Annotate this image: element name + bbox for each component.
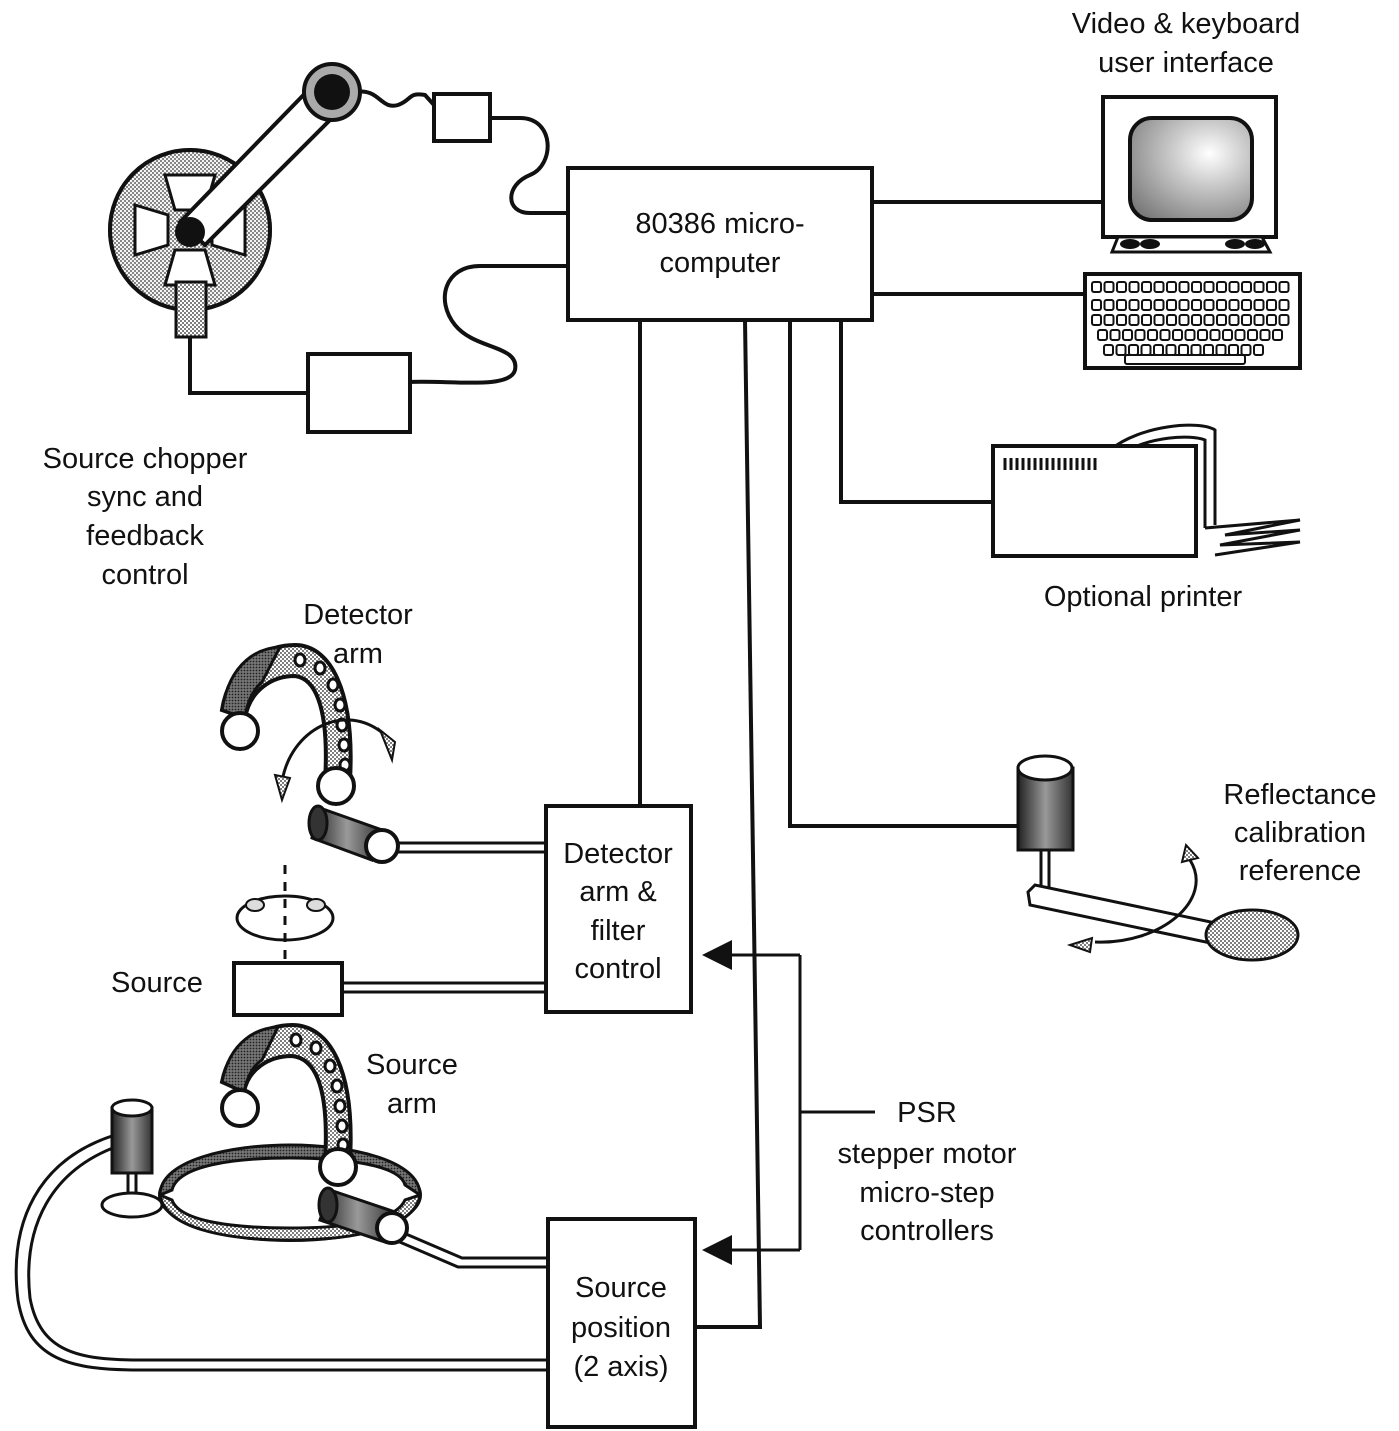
detector-control-label-3: filter <box>591 915 646 947</box>
source-position-label-2: position <box>571 1312 671 1344</box>
source-chopper-label-2: sync and <box>87 481 203 513</box>
detector-control-label-4: control <box>574 953 661 985</box>
keyboard-icon <box>1083 272 1302 370</box>
source-arm-label: Source <box>366 1049 458 1081</box>
wiring <box>14 89 1103 1372</box>
source-label: Source <box>111 967 203 999</box>
source-chopper-label-4: control <box>101 559 188 591</box>
source-arm-label-2: arm <box>387 1088 437 1120</box>
source-arm-icon: Source arm <box>100 1022 458 1245</box>
computer-label-2: computer <box>660 247 781 279</box>
source-chopper-label: Source chopper <box>43 443 248 475</box>
reflectance-reference-icon: Reflectance calibration reference <box>1016 754 1377 962</box>
chopper-feedback-box <box>306 352 412 434</box>
psr-label: PSR <box>897 1097 957 1129</box>
detector-arm-label-2: arm <box>333 638 383 670</box>
detector-arm-label: Detector <box>303 599 413 631</box>
optional-printer-label: Optional printer <box>1044 581 1243 613</box>
psr-label-2: stepper motor <box>838 1138 1017 1170</box>
printer-icon: Optional printer <box>991 423 1301 613</box>
psr-label-3: micro-step <box>859 1177 994 1209</box>
source-position-label-3: (2 axis) <box>573 1351 668 1383</box>
detector-control-label: Detector <box>563 838 673 870</box>
chopper-wheel-icon <box>108 62 362 339</box>
reflectance-label-2: calibration <box>1234 817 1366 849</box>
video-keyboard-label: Video & keyboard <box>1072 8 1300 40</box>
computer-label: 80386 micro- <box>635 208 804 240</box>
detector-control-label-2: arm & <box>579 876 656 908</box>
psr-label-group: PSR stepper motor micro-step controllers <box>838 1097 1017 1247</box>
source-position-box: Source position (2 axis) <box>546 1217 697 1429</box>
detector-arm-icon: Detector arm <box>219 599 413 864</box>
monitor-icon: Video & keyboard user interface <box>1072 8 1300 254</box>
source-icon: Source <box>111 865 344 1017</box>
reflectance-label-3: reference <box>1239 855 1362 887</box>
psr-label-4: controllers <box>860 1215 994 1247</box>
reflectance-label: Reflectance <box>1223 779 1376 811</box>
chopper-sync-box <box>432 92 492 143</box>
detector-control-box: Detector arm & filter control <box>544 804 693 1014</box>
video-keyboard-label-2: user interface <box>1098 47 1274 79</box>
source-position-label: Source <box>575 1272 667 1304</box>
source-chopper-label-3: feedback <box>86 520 204 552</box>
computer-box: 80386 micro- computer <box>566 166 874 322</box>
